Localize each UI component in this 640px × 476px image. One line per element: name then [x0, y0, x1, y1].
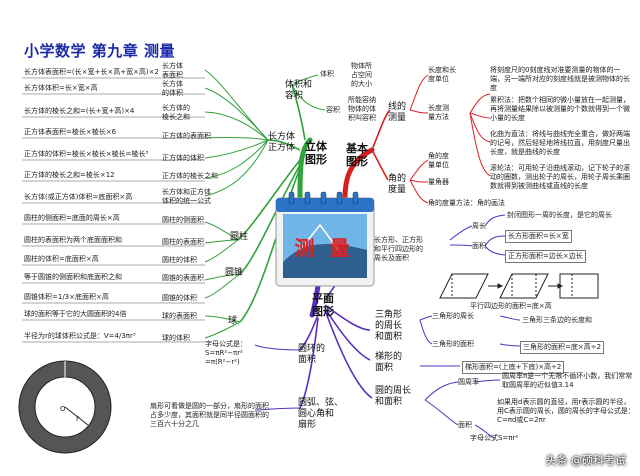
ring-label: 圆环的 面积 [298, 344, 326, 365]
volume-def: 物体所 占空间 的大小 [351, 62, 372, 88]
volume-label: 体积 [320, 70, 334, 78]
watermark: 头条 @硕科考试 [545, 454, 627, 467]
cone-label: 圆锥 [225, 268, 244, 278]
solid-formula: 正方体表面积=棱长×棱长×6 [24, 128, 117, 136]
volume-capacity-label: 体积和 容积 [285, 80, 313, 101]
triangle-perimeter-def: 三角形三条边的长度和 [522, 316, 592, 324]
perimeter-def: 封闭图形一周的长度，是它的周长 [507, 211, 612, 219]
solid-formula-name: 圆锥的体积 [162, 294, 197, 302]
solid-formula: 等于圆锥的侧面积和底面积之和 [24, 273, 122, 281]
trapezoid-area: 梯形面积=(上底+下底)×高÷2 [462, 361, 565, 374]
solid-formula-name: 圆柱的体积 [162, 256, 197, 264]
angle-unit-label: 角的度 量单位 [428, 152, 449, 169]
ring-diagram: R r O [18, 360, 112, 454]
ring-formula: 字母公式是： S=πR²−πr² =π(R²−r²) [205, 340, 247, 366]
solid-formula-name: 圆锥的表面积 [162, 274, 204, 282]
svg-text:R: R [68, 378, 74, 387]
cylinder-label: 圆柱 [230, 232, 249, 242]
svg-text:r: r [76, 414, 80, 423]
solid-formula: 球的面积等于它的大圆面积的4倍 [24, 310, 127, 318]
circle-group-label: 圆的周长 和面积 [375, 386, 412, 407]
circle-area-label: 面积 [458, 421, 472, 429]
center-label: 测 量 [294, 236, 354, 260]
page-title: 小学数学 第九章 测量 [24, 42, 175, 60]
solid-formula-name: 长方体的 棱长之和 [162, 104, 190, 121]
solid-formula: 半径为r的球体积公式是：V=4/3πr³ [24, 332, 136, 340]
solid-formula: 长方体的棱长之和=(长+宽+高)×4 [24, 107, 135, 115]
sector-def: 扇形可看做是圆的一部分，扇形的面积占多少度，其面积就是同半径圆面积的三百六十分之… [150, 402, 269, 428]
solid-formula: 圆柱的体积=底面积×高 [24, 255, 99, 263]
solid-formula-name: 正方体的体积 [162, 154, 204, 162]
unit-length-label: 长度和长 度单位 [428, 66, 456, 83]
solid-formula: 圆柱的表面积为两个底面面积和 [24, 236, 122, 244]
solid-formula-name: 长方体 的体积 [162, 80, 183, 97]
triangle-perimeter: 三角形的周长 [432, 312, 474, 320]
solid-formula: 长方体表面积=(长×宽+长×高+宽×高)×2 [24, 68, 159, 76]
solid-formula: 正方体的体积=棱长×棱长×棱长=棱长³ [24, 150, 149, 158]
circle-letter-formula: 字母公式S=πr² [470, 434, 519, 442]
parallelogram-area: 平行四边形的面积=底×高 [470, 302, 552, 310]
solid-formula-name: 正方体的表面积 [162, 132, 211, 140]
circle-pi-label: 圆周率 [458, 378, 479, 386]
solid-formula-name: 长方体和正方体 体积的统一公式 [162, 188, 211, 205]
solid-formula-name: 圆柱的侧面积 [162, 216, 204, 224]
circle-pi-def: 圆周率π是一个无限不循环小数，我们常常取圆周率的近似值3.14 [502, 372, 633, 389]
triangle-area: 三角形的面积 [432, 340, 474, 348]
note-accumulate: 累积法：把数个相同的微小量放在一起测量，再将测量结果除以被测量的个数就得到一个微… [490, 96, 630, 122]
note-roll: 滚轮法：可用轮子沿曲线滚动，记下轮子的滚动的圈数，测出轮子的周长，用轮子周长乘圈… [490, 164, 630, 190]
rect-group-label: 长方形、正方形 和平行四边形的 周长及面积 [374, 236, 423, 262]
solid-formula: 长方体体积=长×宽×高 [24, 84, 98, 92]
angle-method-label: 角的度量方法：角的画法 [428, 199, 505, 207]
solid-main: 立体 图形 [305, 140, 327, 166]
calendar-icon [275, 191, 375, 287]
triangle-area-def: 三角形的面积=底×高÷2 [520, 341, 605, 354]
sphere-label: 球 [228, 316, 238, 326]
line-measure-label: 线的 测量 [388, 102, 407, 123]
svg-text:O: O [60, 405, 66, 413]
solid-formula-name: 球的表面积 [162, 312, 197, 320]
trapezoid-group-label: 梯形的 面积 [375, 352, 403, 373]
note-curve: 化曲为直法：将线与曲线完全重合，做好两端的记号，然后轻轻地将线拉直，用刻度尺量出… [490, 130, 630, 156]
triangle-group-label: 三角形 的周长 和面积 [375, 310, 403, 342]
perimeter-label: 周长 [472, 222, 486, 230]
capacity-label: 容积 [326, 106, 340, 114]
solid-formula-name: 正方体的棱长之和 [162, 172, 218, 180]
solid-formula: 圆柱的侧面积=底面的周长×高 [24, 214, 120, 222]
solid-formula-name: 球的体积 [162, 334, 190, 342]
basic-main: 基本 图形 [346, 142, 368, 168]
solid-formula-name: 长方体 表面积 [162, 62, 183, 79]
square-area: 正方形面积=边长×边长 [505, 250, 586, 263]
angle-measure-label: 角的 度量 [388, 174, 407, 195]
circle-area-def: 如果用d表示圆的直径，用r表示圆的半径，用C表示圆的周长，圆的周长的字母公式是：… [497, 398, 635, 424]
solid-formula: 圆锥体积=1/3×底面积×高 [24, 293, 109, 301]
solid-formula: 长方体(或正方体)体积=底面积×高 [24, 193, 133, 201]
length-method-label: 长度测 量方法 [428, 104, 449, 121]
note-unit: 将刻度尺的0刻度线对准要测量的物体的一端，另一端所对应的刻度线就是被测物体的长度 [490, 66, 630, 92]
capacity-def: 所能容纳 物体的体 积叫容积 [348, 96, 376, 122]
rect-area: 长方形面积=长×宽 [505, 230, 572, 243]
cuboid-label: 长方体 正方体 [268, 132, 296, 153]
area-label: 面积 [472, 242, 486, 250]
plane-main: 平面 图形 [312, 292, 334, 318]
solid-formula-name: 圆柱的表面积 [162, 238, 204, 246]
solid-formula: 正方体的棱长之和=棱长×12 [24, 171, 115, 179]
protractor-label: 量角器 [428, 178, 449, 186]
sector-label: 圆弧、弦、 圆心角和 扇形 [298, 398, 344, 430]
